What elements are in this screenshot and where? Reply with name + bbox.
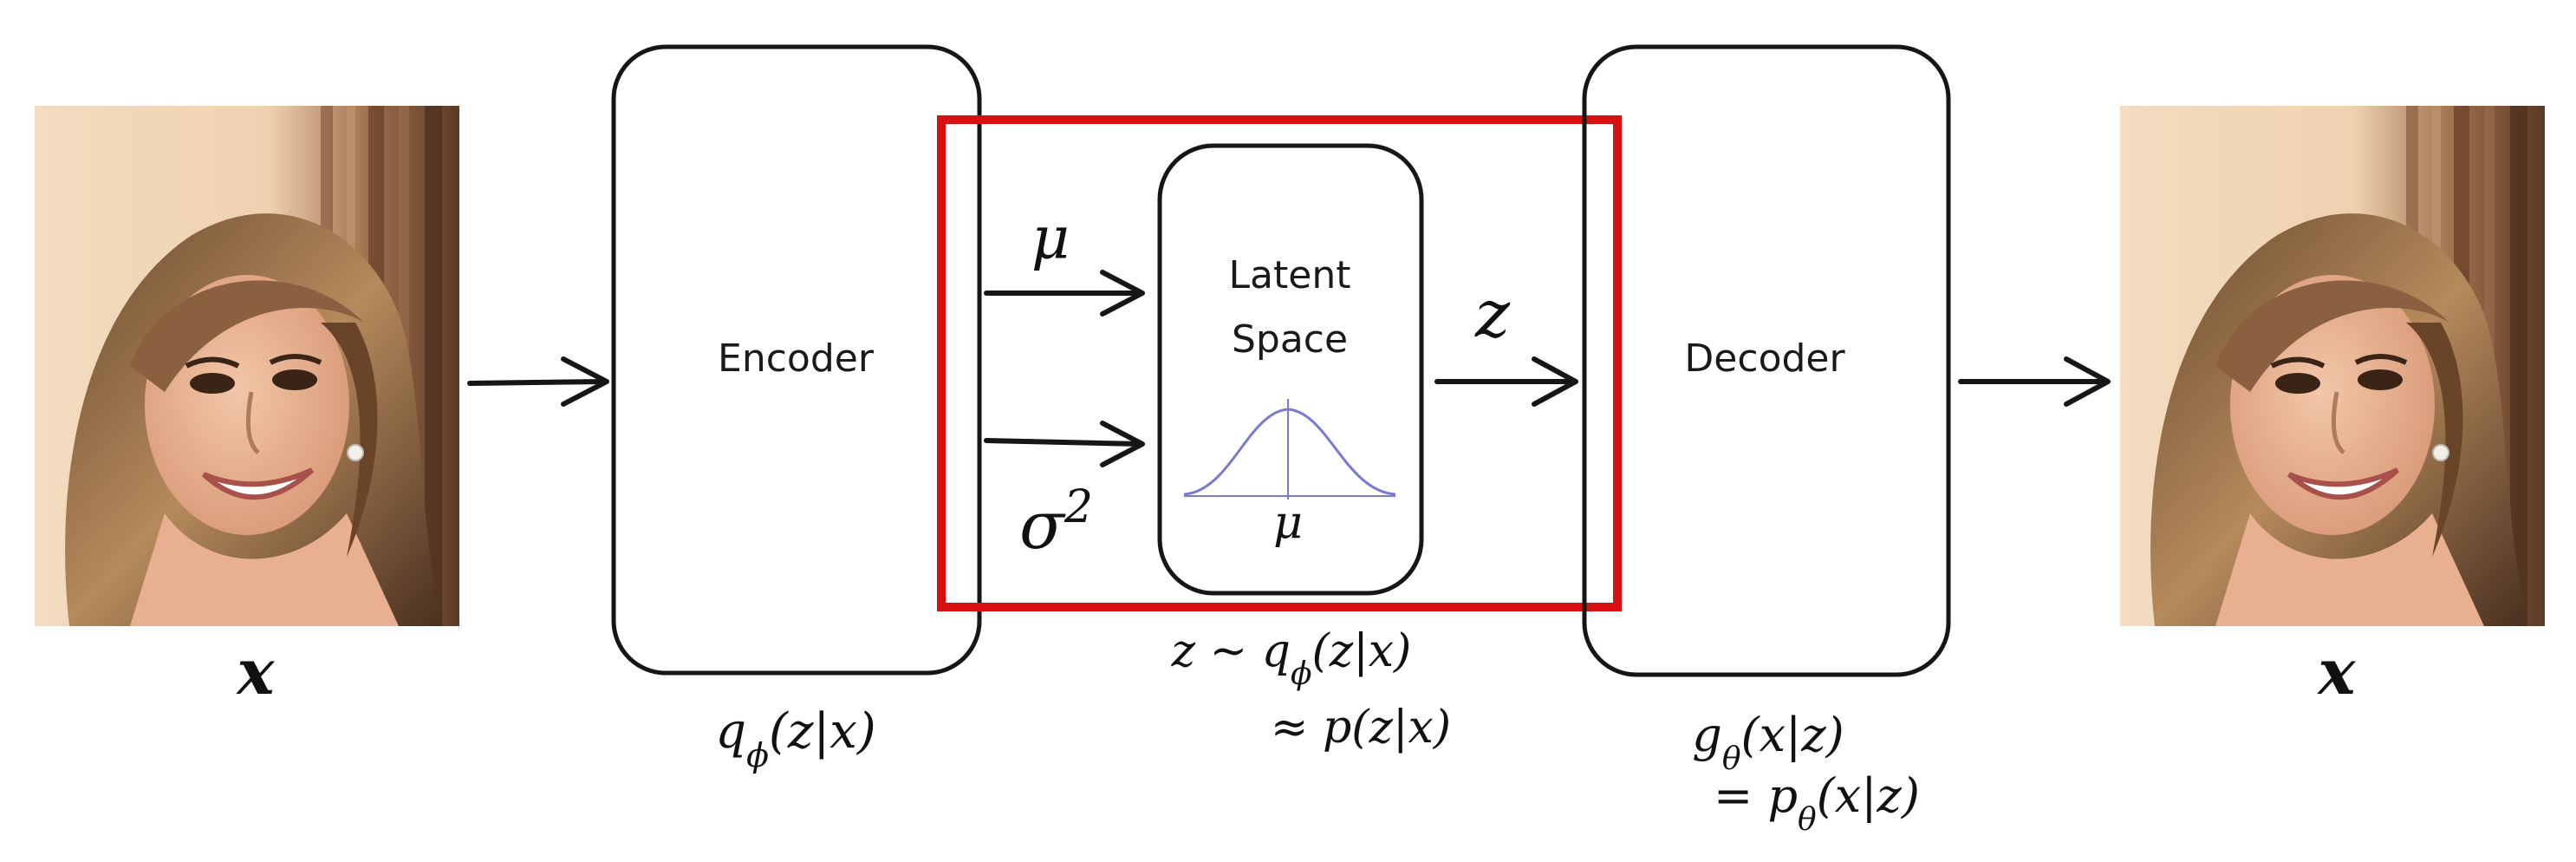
arrow-input-to-encoder bbox=[467, 356, 609, 407]
arrow-decoder-to-output bbox=[1958, 356, 2111, 407]
latent-title-line1: Latent bbox=[1229, 253, 1351, 297]
mu-arrow bbox=[984, 270, 1145, 317]
decoder-box bbox=[1582, 44, 1951, 677]
arrow-latent-to-decoder bbox=[1434, 356, 1578, 407]
decoder-equation: = pθ(x|z) bbox=[1714, 768, 1920, 838]
sigma-arrow-label: σ2 bbox=[1019, 481, 1093, 564]
decoder-distribution: gθ(x|z) bbox=[1692, 708, 1844, 777]
encoder-box bbox=[611, 44, 982, 676]
encoder-distribution: qϕ(z|x) bbox=[715, 703, 875, 774]
sampling-equation-line1: z ~ qϕ(z|x) bbox=[1171, 625, 1412, 692]
encoder-title: Encoder bbox=[718, 336, 875, 381]
output-label: x bbox=[2317, 635, 2357, 709]
output-image bbox=[2120, 106, 2545, 626]
sigma-arrow bbox=[984, 421, 1145, 467]
gaussian-curve bbox=[1183, 399, 1396, 500]
latent-title-line2: Space bbox=[1232, 317, 1348, 362]
decoder-title: Decoder bbox=[1684, 336, 1845, 381]
latent-space-box bbox=[1157, 143, 1424, 596]
gaussian-mu-label: μ bbox=[1273, 497, 1303, 549]
mu-arrow-label: μ bbox=[1031, 205, 1070, 273]
latent-highlight-box bbox=[937, 115, 1622, 611]
z-label: z bbox=[1474, 275, 1511, 352]
input-image bbox=[35, 106, 459, 626]
input-label: x bbox=[236, 635, 276, 709]
sampling-equation-line2: ≈ p(z|x) bbox=[1271, 702, 1451, 754]
